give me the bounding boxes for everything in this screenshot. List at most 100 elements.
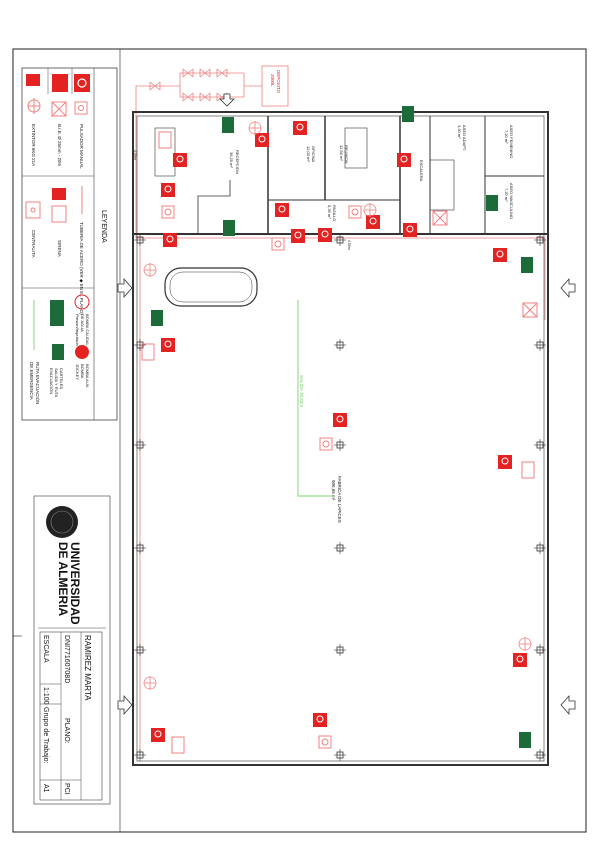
bie-body <box>161 183 175 197</box>
main-pump-icon <box>74 294 90 310</box>
extinguisher-icon <box>26 74 40 86</box>
bie-body <box>163 233 177 247</box>
column <box>334 439 346 451</box>
siren-icon <box>52 188 66 200</box>
extinguisher-mark <box>258 135 266 143</box>
column <box>134 339 146 351</box>
column <box>134 644 146 656</box>
bie-icon <box>173 153 187 167</box>
extinguisher-plan-icon <box>143 676 157 690</box>
extinguisher-body <box>397 153 411 167</box>
toilet-f-label-2: 7,20 m² <box>504 130 509 144</box>
column <box>534 234 546 246</box>
university-seal-logo <box>46 506 78 538</box>
legend-pipe: TUBERIA DE ACERO (VER ◆ EN EL PLANO) <box>79 222 84 315</box>
exit-sign-icon <box>486 195 498 211</box>
extinguisher-body <box>293 121 307 135</box>
siren-plan-icon <box>51 205 67 223</box>
panel-dot <box>164 208 172 216</box>
bie-mark <box>406 225 414 233</box>
bie-icon <box>275 203 289 217</box>
bie-cross <box>432 210 448 226</box>
bie-plan-icon <box>432 210 448 226</box>
entry-arrow-icon <box>560 277 576 299</box>
bie-mark <box>369 217 377 225</box>
column <box>534 749 546 761</box>
exit-sign-icon <box>222 117 234 133</box>
extinguisher-mark <box>296 123 304 131</box>
exit-sign-icon <box>151 310 163 326</box>
legend-main-pump-3: Presión/Impulsión <box>75 314 80 346</box>
manual-push-body <box>333 413 347 427</box>
column <box>334 749 346 761</box>
bie-mark <box>294 231 302 239</box>
bie-mark <box>321 230 329 238</box>
legend-manual-push: PULSADOR MANUAL <box>79 124 84 169</box>
route-label: SALIDA 70,62m <box>299 375 304 407</box>
bie-box <box>522 302 538 318</box>
manual-push-icon <box>74 74 90 92</box>
bie-icon <box>291 229 305 243</box>
valve-icon <box>199 92 211 102</box>
extinguisher-plan-icon <box>518 637 532 651</box>
bie-box <box>432 210 448 226</box>
entry-arrow-icon <box>117 694 133 716</box>
toilet-m-label-2: 7,20 m² <box>504 188 509 202</box>
institution-line2: DE ALMERIA <box>56 542 70 617</box>
panel-box <box>161 205 175 219</box>
legend-jockey-2: BOMBA <box>80 364 85 379</box>
valve-icon <box>182 68 194 78</box>
siren-plan-icon <box>521 461 535 479</box>
exit-sign-icon <box>521 257 533 273</box>
manual-push-mark <box>336 415 344 423</box>
control-panel-icon <box>271 237 285 251</box>
valve-icon <box>149 81 161 91</box>
bie-body <box>366 215 380 229</box>
column <box>134 234 146 246</box>
bie-icon <box>151 728 165 742</box>
bie-icon <box>366 215 380 229</box>
bie-icon <box>403 223 417 237</box>
extinguisher-icon <box>255 133 269 147</box>
extinguisher-mark <box>496 250 504 258</box>
hall-label-1: PASILLO <box>332 205 337 221</box>
extinguisher-plan-icon <box>363 203 377 217</box>
factory-label-2: 906,65 m² <box>331 480 336 501</box>
column <box>134 749 146 761</box>
scale-value: 1:100 <box>42 687 49 705</box>
extinguisher-icon <box>293 121 307 135</box>
column <box>334 234 346 246</box>
valve-icon <box>216 68 228 78</box>
valve-icon <box>182 92 194 102</box>
extinguisher-plan-icon <box>27 98 41 114</box>
manual-push-icon <box>313 713 327 727</box>
extinguisher-mark <box>400 155 408 163</box>
fire-safety-icons <box>141 106 538 754</box>
extinguisher-body <box>498 455 512 469</box>
group-label: Grupo de Trabajo: <box>42 707 49 763</box>
exit-sign-icon <box>223 220 235 236</box>
panel-dot <box>351 208 359 216</box>
tank-label-1: DEPOSITO <box>276 70 281 94</box>
bie-cross <box>522 302 538 318</box>
toilet-label-1: ASEO ADAPT. <box>462 125 467 151</box>
column <box>534 439 546 451</box>
legend: LEYENDA PULSADOR MANUAL B.I.E. Ø 25mm - … <box>21 67 118 421</box>
panel-dot <box>274 240 282 248</box>
extinguisher-body <box>493 248 507 262</box>
siren-plan-icon <box>158 131 172 149</box>
legend-route-1: RUTA EVACUACIÓN <box>35 362 41 404</box>
extinguisher-body <box>255 133 269 147</box>
factory-label-1: FABRICA DE LAPICES <box>337 476 342 523</box>
valve-icon <box>216 92 228 102</box>
column <box>334 542 346 554</box>
entry-arrow-icon <box>117 277 133 299</box>
sheet-border <box>12 48 587 833</box>
bie-icon <box>318 228 332 242</box>
column <box>334 339 346 351</box>
bie-icon <box>163 233 177 247</box>
author-name: RAMIREZ MARTA <box>83 635 92 701</box>
bie-icon <box>161 183 175 197</box>
stairs-label: ESCALERA <box>419 160 424 182</box>
sheet-number: A1 <box>42 784 49 793</box>
